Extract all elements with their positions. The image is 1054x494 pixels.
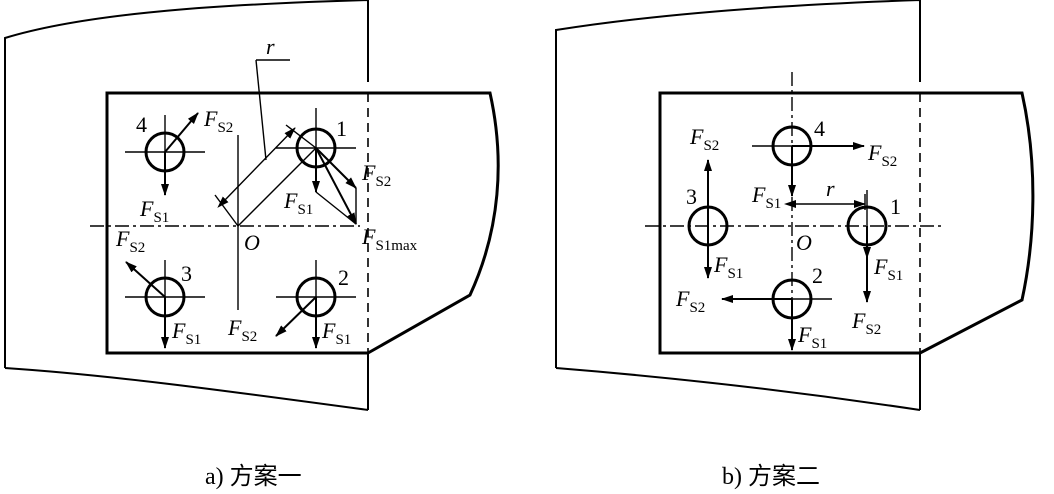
force-label-1-s1: FS1: [283, 188, 313, 218]
bolt-number-4-b: 4: [814, 116, 825, 141]
plate-edge-curve-a: [367, 91, 500, 355]
radius-leader-a: [255, 59, 267, 161]
force-label-b4-s1: FS1: [751, 182, 781, 212]
bolt-number-3-b: 3: [686, 184, 697, 209]
force-label-b3-s1: FS1: [713, 252, 743, 282]
force-label-3-s1: FS1: [171, 318, 201, 348]
caption-a: a) 方案一: [205, 463, 302, 490]
radius-line-a: [237, 147, 317, 227]
force-label-2-s2: FS2: [227, 315, 257, 345]
panel-b: 4 3 1 2 O r FS2 FS1 FS2 FS1 FS1 FS2 FS2 …: [555, 0, 1035, 411]
force-label-1-s1max: FS1max: [361, 224, 418, 254]
force-arrow-4-s2: [164, 112, 199, 153]
radius-label-b: r: [826, 176, 835, 201]
force-arrow-1-s1max: [315, 147, 357, 225]
force-label-1-s2: FS2: [361, 160, 391, 190]
force-label-4-s1: FS1: [139, 196, 169, 226]
force-label-b1-s2: FS2: [851, 308, 881, 338]
force-label-b4-s2: FS2: [867, 140, 897, 170]
bolt-number-1-b: 1: [890, 194, 901, 219]
force-arrow-1-s2: [315, 147, 357, 189]
bracket-outline-a: [4, 0, 369, 411]
plate-outline-a: [105, 91, 368, 355]
panel-a: 4 1 3 2 O r FS2 FS1 FS2 FS1 FS1max FS2 F…: [4, 0, 500, 411]
center-label-a: O: [244, 230, 260, 255]
bolt-number-4-a: 4: [136, 112, 147, 137]
bracket-outline-b: [555, 0, 921, 411]
force-label-b3-s2: FS2: [689, 124, 719, 154]
force-arrow-3-s2: [125, 261, 166, 298]
caption-b: b) 方案二: [722, 463, 820, 490]
force-arrow-2-s2: [275, 296, 317, 337]
radius-dim-line-a: [217, 127, 296, 208]
force-label-b2-s1: FS1: [797, 322, 827, 352]
force-label-3-s2: FS2: [115, 226, 145, 256]
plate-edge-curve-b: [919, 91, 1035, 355]
force-label-b2-s2: FS2: [675, 286, 705, 316]
bolt-number-2-b: 2: [812, 263, 823, 288]
radius-label-a: r: [266, 34, 275, 59]
bolt-number-2-a: 2: [338, 265, 349, 290]
force-label-4-s2: FS2: [203, 106, 233, 136]
center-label-b: O: [796, 230, 812, 255]
bolt-number-3-a: 3: [181, 261, 192, 286]
plate-outline-b: [658, 91, 920, 355]
force-label-2-s1: FS1: [321, 318, 351, 348]
force-label-b1-s1: FS1: [873, 254, 903, 284]
bolt-number-1-a: 1: [336, 116, 347, 141]
